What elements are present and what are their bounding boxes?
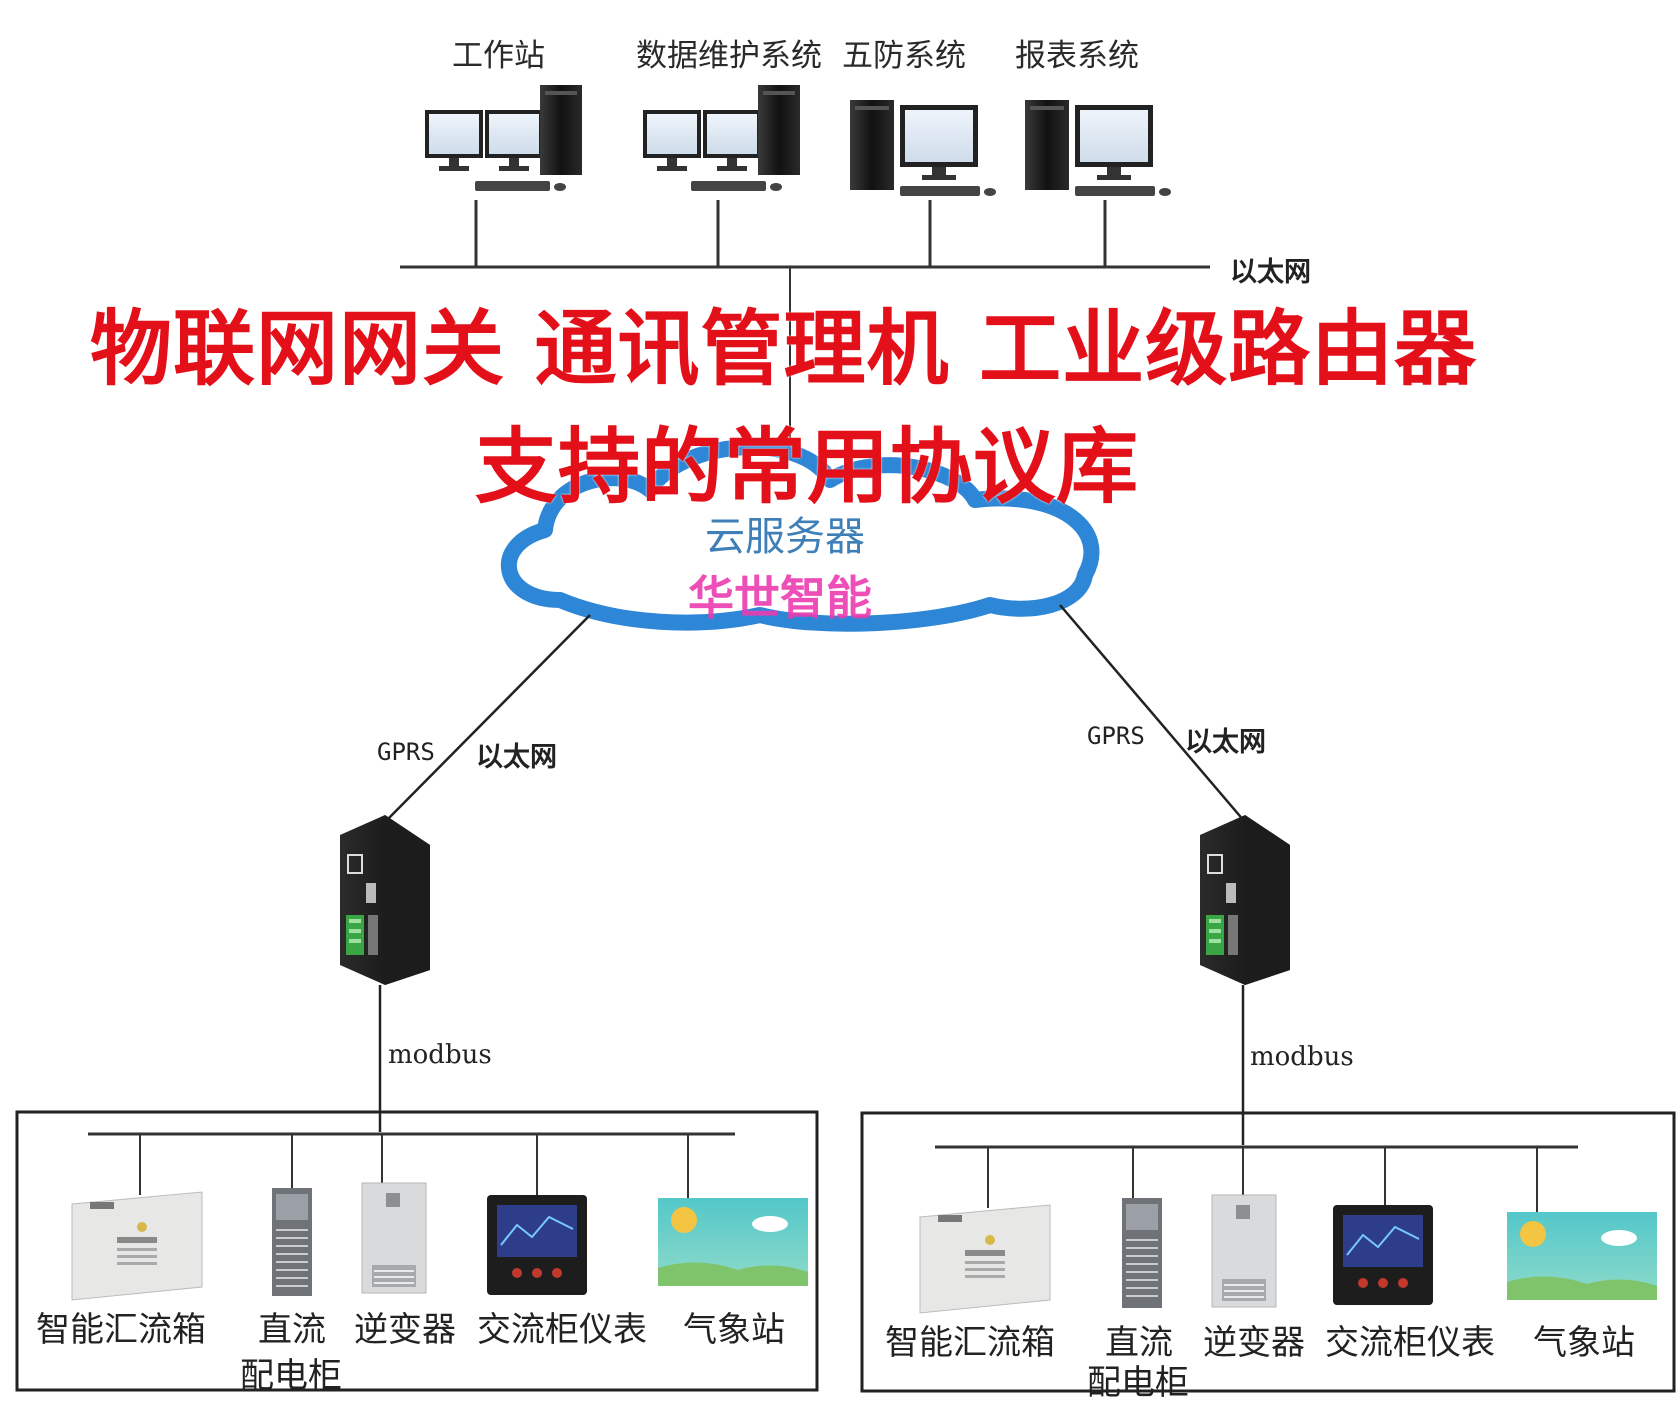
headline-line2: 支持的常用协议库 — [475, 420, 1140, 515]
right-ethernet-label: 以太网 — [1185, 727, 1266, 758]
desktop-pc-icon — [1025, 100, 1171, 196]
dc-cabinet-icon — [1122, 1198, 1162, 1308]
dc-label-line2: 配电柜 — [1087, 1363, 1189, 1403]
report-system-label: 报表系统 — [1015, 38, 1139, 74]
dc-label-line2: 配电柜 — [240, 1356, 342, 1396]
top-ethernet-label: 以太网 — [1230, 257, 1311, 288]
gateway-device-icon — [1200, 815, 1290, 985]
dc-cabinet-icon — [272, 1188, 312, 1296]
desktop-pc-icon — [850, 100, 996, 196]
dual-monitor-pc-icon — [425, 85, 582, 191]
inverter-icon — [361, 1182, 427, 1294]
left-uplink-line — [384, 614, 591, 823]
inverter-icon — [1211, 1194, 1277, 1308]
left-gprs-label: GPRS — [377, 738, 435, 766]
dual-monitor-pc-icon — [643, 85, 800, 191]
weather-station-label: 气象站 — [683, 1310, 785, 1350]
dc-label-line1: 直流 — [258, 1310, 326, 1350]
gateway-device-icon — [340, 815, 430, 985]
left-ethernet-label: 以太网 — [476, 742, 557, 773]
ac-meter-label: 交流柜仪表 — [1325, 1323, 1495, 1363]
combiner-box-label: 智能汇流箱 — [885, 1323, 1055, 1363]
workstation-label: 工作站 — [452, 38, 545, 74]
ac-meter-icon — [487, 1195, 587, 1295]
five-prevention-label: 五防系统 — [842, 38, 966, 74]
combiner-box-icon — [71, 1191, 203, 1301]
left-field-group — [15, 1110, 819, 1392]
cloud-server-icon — [500, 439, 1100, 632]
data-maintenance-label: 数据维护系统 — [636, 38, 822, 74]
inverter-label: 逆变器 — [1203, 1323, 1305, 1363]
left-modbus-label: modbus — [388, 1040, 492, 1070]
right-uplink-line — [1059, 604, 1246, 823]
weather-station-label: 气象站 — [1533, 1323, 1635, 1363]
weather-station-icon — [1507, 1212, 1657, 1300]
right-field-group — [860, 1111, 1676, 1393]
combiner-box-label: 智能汇流箱 — [36, 1310, 206, 1350]
dc-label-line1: 直流 — [1105, 1323, 1173, 1363]
inverter-label: 逆变器 — [354, 1310, 456, 1350]
headline-line1: 物联网网关 通讯管理机 工业级路由器 — [90, 302, 1478, 397]
ac-meter-label: 交流柜仪表 — [477, 1310, 647, 1350]
brand-watermark: 华世智能 — [688, 571, 872, 625]
top-ethernet-bus — [400, 200, 1210, 470]
weather-station-icon — [658, 1198, 808, 1286]
ac-meter-icon — [1333, 1205, 1433, 1305]
combiner-box-icon — [919, 1204, 1051, 1314]
right-gprs-label: GPRS — [1087, 722, 1145, 750]
cloud-label: 云服务器 — [705, 514, 865, 560]
right-modbus-label: modbus — [1250, 1042, 1354, 1072]
